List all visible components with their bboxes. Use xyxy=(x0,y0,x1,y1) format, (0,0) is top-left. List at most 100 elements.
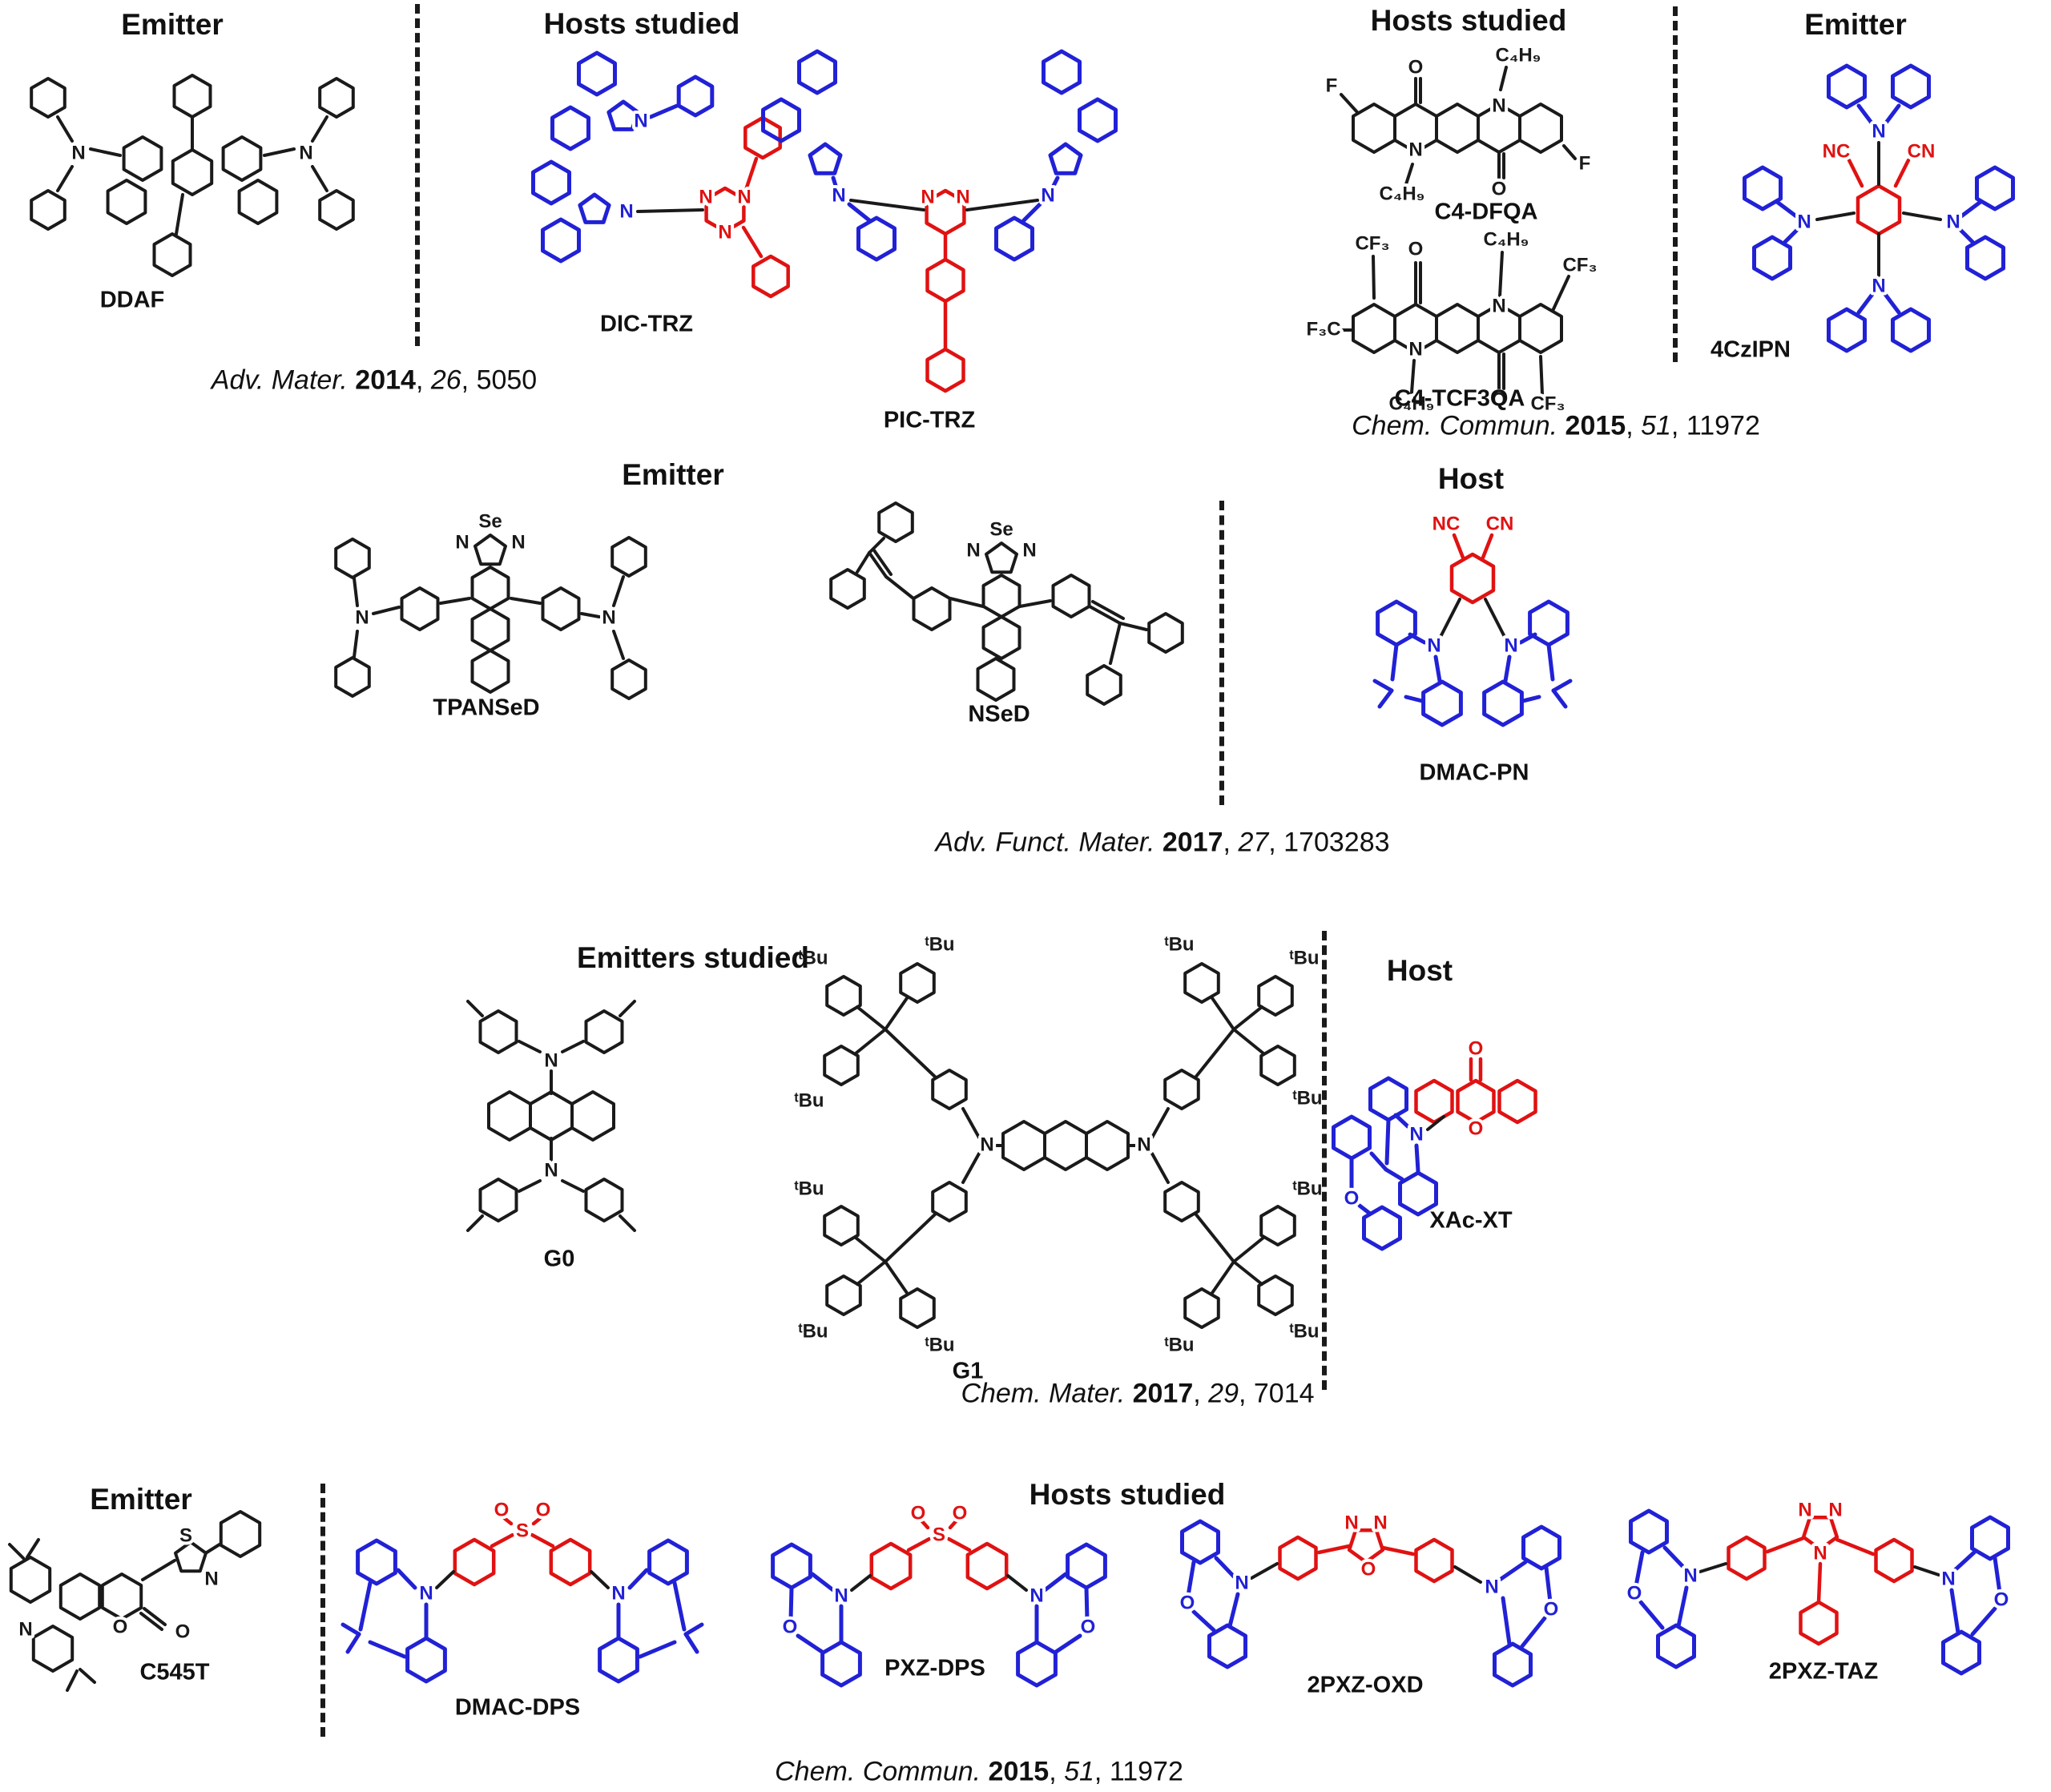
atom-label: F₃C xyxy=(1306,318,1340,340)
atom-label: N xyxy=(980,1134,993,1155)
citation-volume: 26 xyxy=(430,364,461,396)
section-heading: Emitter xyxy=(90,1483,192,1516)
bond xyxy=(1006,1574,1028,1592)
ring-hexagon xyxy=(1085,1120,1130,1171)
molecule-name-label: 2PXZ-OXD xyxy=(1307,1672,1424,1698)
atom-label: S xyxy=(179,1524,192,1546)
atom-label: N xyxy=(1409,1123,1423,1145)
bond xyxy=(1546,642,1555,682)
ring-hexagon xyxy=(856,215,897,262)
dashed-divider xyxy=(320,1484,325,1737)
molecule-name-label: PIC-TRZ xyxy=(883,407,976,433)
section-heading: Hosts studied xyxy=(1370,4,1567,37)
bond xyxy=(66,1669,79,1692)
bond xyxy=(1433,654,1442,683)
ring-hexagon xyxy=(318,77,355,119)
ring-hexagon xyxy=(1891,63,1931,110)
citation-year: 2014 xyxy=(355,364,416,396)
ring-hexagon xyxy=(1016,1640,1058,1688)
bond xyxy=(1497,1560,1528,1582)
bond xyxy=(175,193,184,236)
bond xyxy=(1902,211,1942,221)
section-heading: Host xyxy=(1386,954,1453,987)
bond xyxy=(1340,93,1359,114)
ring-pentagon xyxy=(473,534,507,566)
citation-pages: 7014 xyxy=(1253,1378,1315,1409)
bond xyxy=(501,1515,514,1526)
bond xyxy=(561,1179,585,1193)
ring-hexagon xyxy=(570,1090,615,1142)
bond xyxy=(353,577,359,607)
ring-hexagon xyxy=(1183,962,1220,1004)
citation-journal: Adv. Funct. Mater. xyxy=(935,827,1155,858)
section-heading: Emitter xyxy=(1804,8,1907,41)
atom-label: O xyxy=(1469,1037,1484,1059)
bond xyxy=(612,630,625,660)
bond xyxy=(1250,1562,1279,1580)
bond xyxy=(518,1179,542,1193)
ring-hexagon xyxy=(1874,1537,1914,1584)
atom-label: N xyxy=(1408,139,1422,160)
bond xyxy=(1520,1616,1547,1649)
bond xyxy=(636,208,704,213)
atom-label: N xyxy=(1797,211,1811,232)
ring-hexagon xyxy=(825,975,862,1017)
ring-hexagon xyxy=(356,1538,397,1586)
bond xyxy=(1109,622,1122,665)
atom-label: N xyxy=(71,142,85,163)
atom-label: N xyxy=(956,186,969,207)
bond xyxy=(1452,533,1465,560)
ring-hexagon xyxy=(478,1009,518,1054)
citation-journal: Adv. Mater. xyxy=(211,364,348,396)
atom-label: ᵗBu xyxy=(798,1320,828,1342)
bond xyxy=(1562,144,1577,160)
bond xyxy=(1021,202,1042,223)
citation-year: 2015 xyxy=(988,1756,1050,1787)
citation-pages: 11972 xyxy=(1109,1756,1183,1787)
ring-hexagon xyxy=(1727,1535,1767,1581)
bond xyxy=(340,1622,361,1637)
ring-hexagon xyxy=(1183,1287,1220,1329)
bond xyxy=(683,1622,704,1637)
bond xyxy=(961,1107,981,1139)
ring-hexagon xyxy=(541,586,581,631)
atom-label: ᵗBu xyxy=(925,933,954,955)
bond xyxy=(856,551,871,574)
bond xyxy=(884,1028,937,1079)
bond xyxy=(1377,688,1394,709)
dashed-divider xyxy=(1673,6,1678,362)
ring-hexagon xyxy=(400,586,440,631)
bond xyxy=(1049,175,1060,193)
ring-hexagon xyxy=(1001,1120,1046,1171)
citation: Chem. Commun. 2015, 51, 11972 xyxy=(775,1756,1183,1787)
ring-hexagon xyxy=(1163,1181,1200,1222)
ring-hexagon xyxy=(823,1045,860,1086)
bond xyxy=(1380,1545,1416,1556)
bond xyxy=(856,1005,887,1031)
bond xyxy=(26,1538,40,1559)
bond xyxy=(1118,622,1148,631)
atom-label: CF₃ xyxy=(1530,393,1565,414)
bond xyxy=(638,1640,677,1659)
atom-label: N xyxy=(1235,1572,1248,1593)
atom-label: O xyxy=(1469,1117,1484,1139)
ring-hexagon xyxy=(152,232,192,277)
ring-hexagon xyxy=(221,135,263,182)
bond xyxy=(353,630,359,658)
ring-hexagon xyxy=(1332,1114,1372,1161)
bond xyxy=(1194,1212,1235,1263)
atom-label: N xyxy=(699,186,712,207)
ring-hexagon xyxy=(825,1275,862,1316)
bond xyxy=(1698,1562,1727,1573)
bond xyxy=(1551,688,1568,709)
bond xyxy=(1214,1556,1236,1579)
bond xyxy=(372,606,401,615)
ring-hexagon xyxy=(823,1205,860,1246)
bond xyxy=(1970,1606,1997,1637)
citation-journal: Chem. Mater. xyxy=(961,1378,1126,1409)
